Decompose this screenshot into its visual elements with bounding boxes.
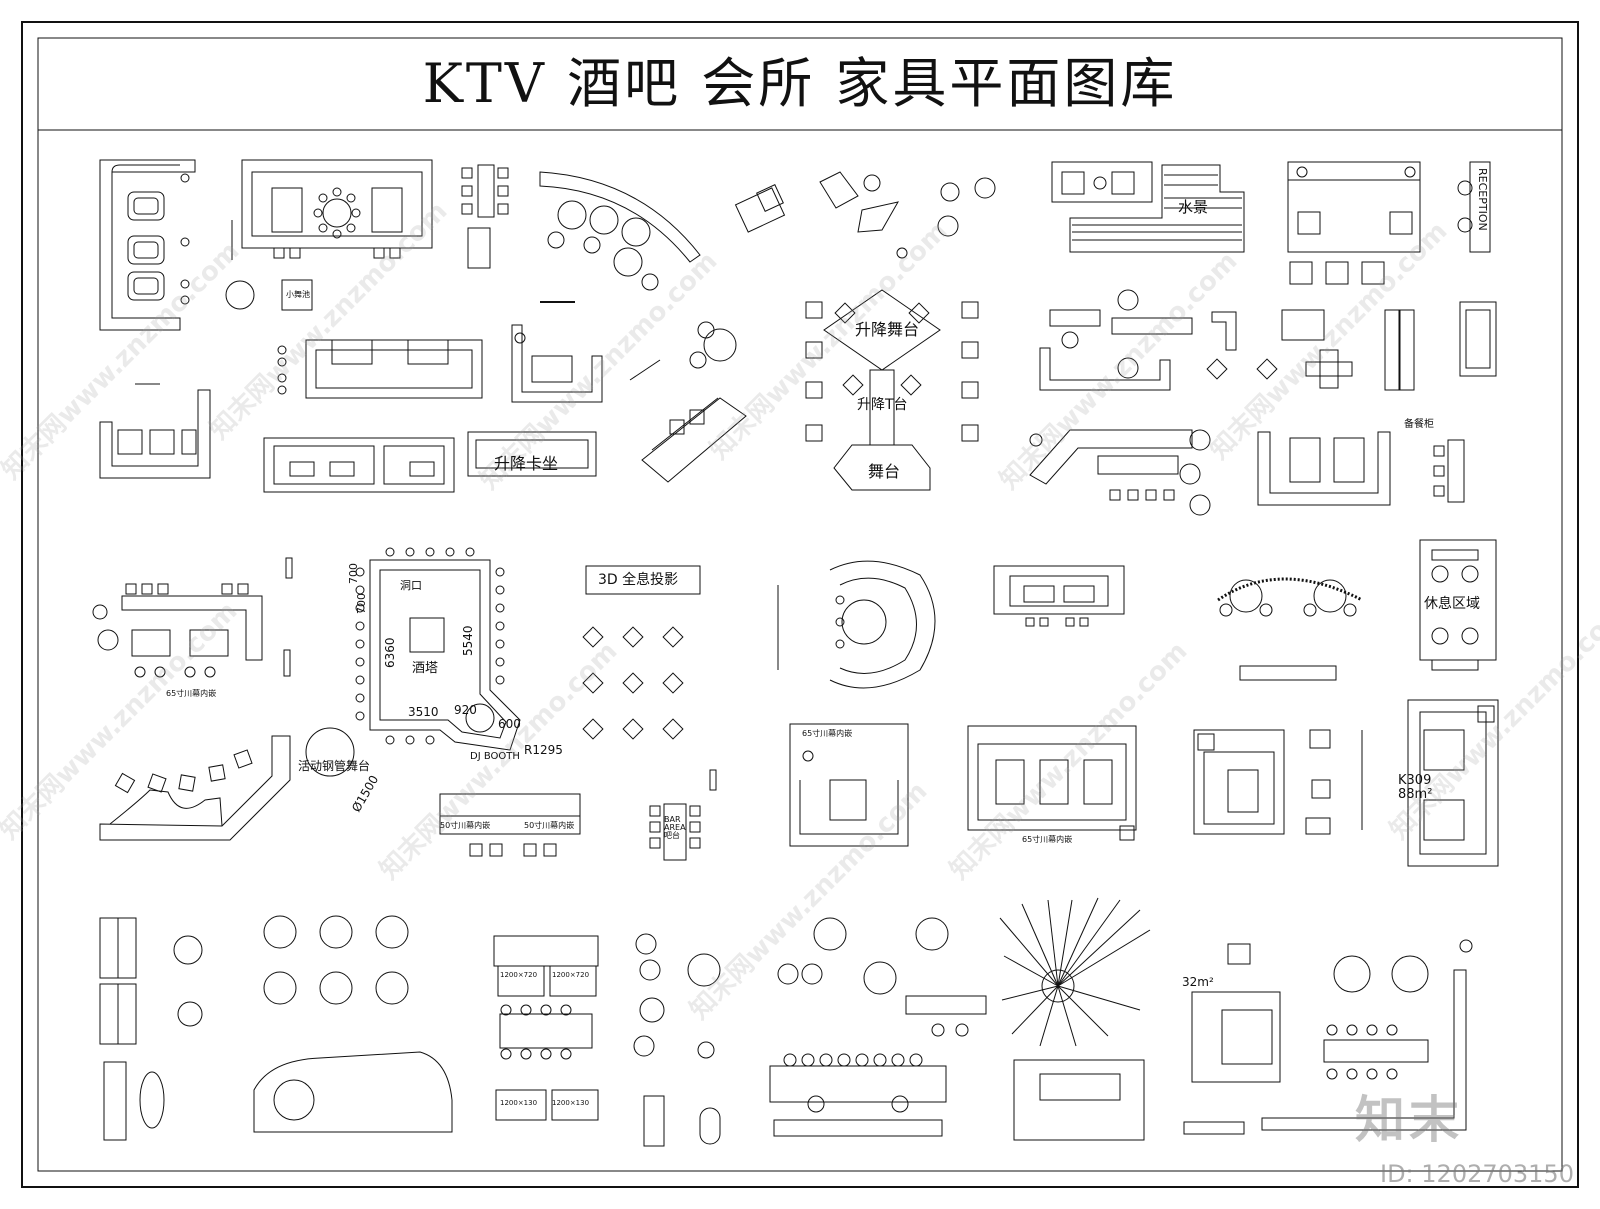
label-size-1200x130-a: 1200×130 [500, 1099, 538, 1107]
label-size-1200x720-b: 1200×720 [552, 971, 590, 979]
label-dim-5540: 5540 [461, 625, 475, 656]
curved-sofa-unit [1217, 577, 1363, 681]
dining-table-unit [493, 935, 599, 1121]
label-small-stage: 小舞池 [286, 290, 310, 299]
reception-unit [1287, 161, 1491, 253]
label-hole: 洞口 [400, 579, 422, 592]
rest-area-unit [1419, 539, 1497, 671]
label-hologram: 3D 全息投影 [598, 572, 679, 588]
label-tv-65-c: 65寸川幕内嵌 [1022, 835, 1073, 844]
lounge-shapes-unit [819, 171, 996, 259]
outer-frame [21, 21, 1579, 1188]
bar-area-unit [649, 769, 717, 861]
label-rest-area: 休息区域 [1424, 596, 1480, 612]
long-booth-unit [277, 339, 483, 399]
wine-tower-unit [305, 559, 521, 777]
round-table-groups [777, 917, 987, 1037]
u-sofa-unit [99, 159, 196, 331]
inner-frame [37, 37, 1563, 1172]
sunburst-unit [999, 897, 1151, 1141]
label-reception: RECEPTION [1476, 168, 1489, 231]
straight-booth-unit [993, 565, 1125, 627]
label-room-code: K309 [1398, 773, 1432, 788]
label-tv-50-b: 50寸川幕内嵌 [524, 821, 575, 830]
label-dj-booth: DJ BOOTH [470, 751, 520, 762]
big-booth-unit [225, 159, 433, 311]
label-dim-920: 920 [454, 703, 477, 717]
label-dim-600: 600 [498, 717, 521, 731]
label-room-area-a: 88m² [1398, 787, 1433, 802]
dining-booth-unit [1257, 431, 1465, 506]
label-size-1200x720-a: 1200×720 [500, 971, 538, 979]
bar-counter-unit [1039, 289, 1193, 391]
label-lift-stage: 升降舞台 [855, 320, 920, 339]
l-sofa-unit [99, 383, 211, 479]
label-stage: 舞台 [868, 462, 901, 481]
oval-booth-unit [777, 560, 936, 689]
lift-booth-row [263, 431, 597, 493]
tv-booth-unit [439, 793, 581, 857]
bar-curve-unit [1029, 429, 1211, 516]
label-water-feature: 水景 [1178, 198, 1209, 216]
watermark-id: ID: 1202703150 [1380, 1160, 1574, 1188]
sheet-title: KTV 酒吧 会所 家具平面图库 [422, 52, 1178, 115]
k309-room [1407, 699, 1499, 867]
label-tv-50-a: 50寸川幕内嵌 [440, 821, 491, 830]
label-dim-3510: 3510 [408, 705, 439, 719]
lift-stage-unit [805, 289, 979, 491]
chair-sets-unit [633, 933, 721, 1147]
label-room-area-b: 32m² [1182, 975, 1214, 989]
ktv-room-a [789, 723, 909, 847]
label-size-1200x130-b: 1200×130 [552, 1099, 590, 1107]
label-dim-700-a: 700 [347, 563, 360, 584]
label-lift-t-stage: 升降T台 [857, 397, 908, 413]
label-pole-stage: 活动钢管舞台 [298, 759, 371, 773]
island-unit [1206, 261, 1497, 391]
label-wine-tower: 酒塔 [412, 661, 439, 676]
bar-stack-unit [461, 164, 509, 269]
label-tv-65-a: 65寸川幕内嵌 [166, 689, 217, 698]
curved-bar-unit [539, 171, 786, 303]
pillar-ring [355, 547, 505, 745]
small-booth-unit [511, 324, 661, 403]
label-bar-area: BAR AREA 吧台 [664, 815, 686, 840]
lounge-corner-unit [1261, 939, 1473, 1131]
ktv-room-b [967, 725, 1137, 841]
water-feature-unit [1051, 161, 1245, 253]
watermark-logo: 知末 [1355, 1091, 1463, 1149]
angled-bar-unit [641, 321, 747, 483]
bed-unit [99, 917, 203, 1141]
label-sideboard: 备餐柜 [1404, 419, 1434, 430]
suite-32-unit [1183, 943, 1281, 1135]
long-bar-unit [769, 1053, 947, 1137]
corner-bar-unit [92, 557, 293, 678]
label-lift-booth: 升降卡坐 [494, 454, 559, 473]
hologram-unit [582, 565, 701, 740]
ktv-room-c [1193, 729, 1363, 835]
clover-table-grid [253, 915, 453, 1133]
label-dim-r1295: R1295 [524, 743, 563, 757]
label-dim-700-b: 700 [355, 593, 368, 614]
label-dim-6360: 6360 [383, 637, 397, 668]
pole-bar-unit [99, 735, 291, 841]
label-tv-65-b: 65寸川幕内嵌 [802, 729, 853, 738]
